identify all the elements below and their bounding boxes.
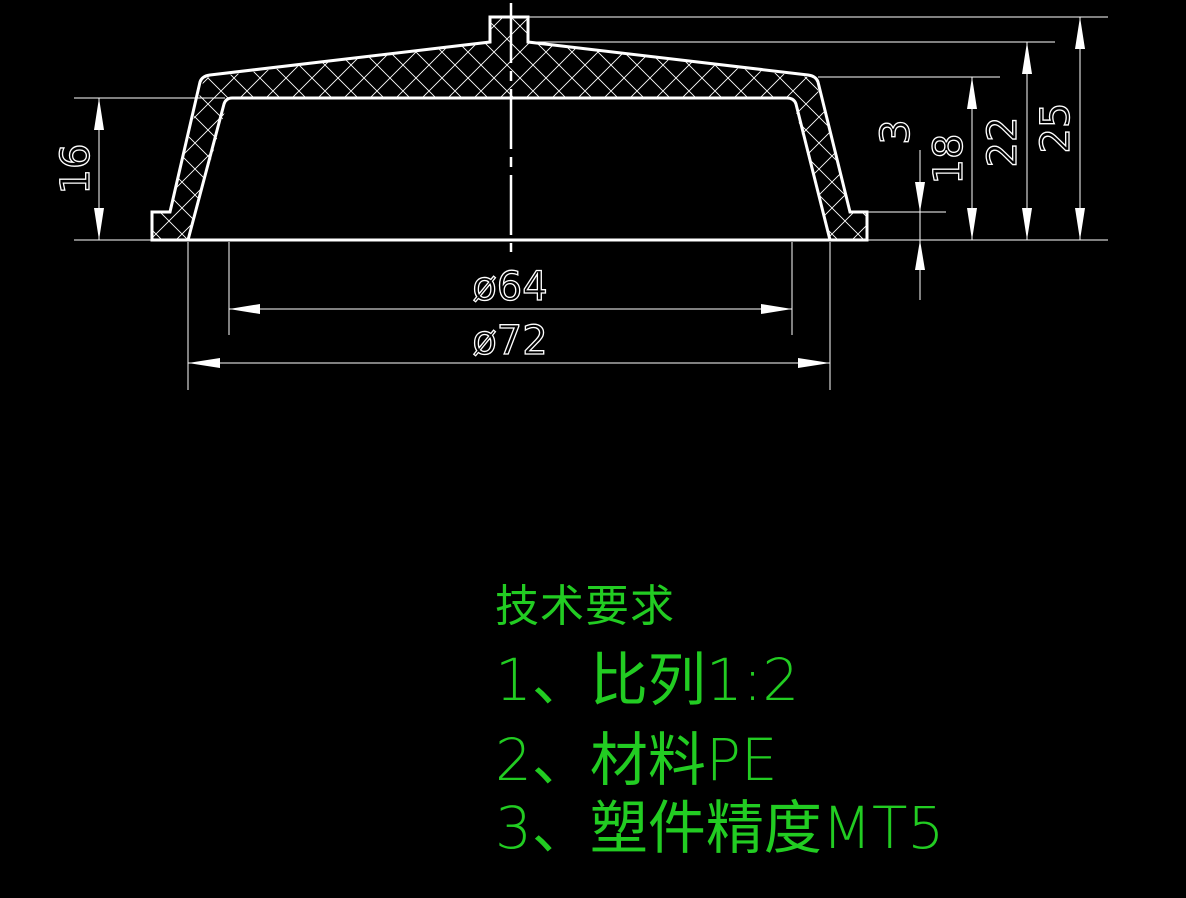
dimension-22: 22 <box>979 42 1032 240</box>
dimension-dia-72: ø72 <box>188 317 830 368</box>
dimension-dia-64-label: ø64 <box>472 264 547 310</box>
dimension-16: 16 <box>52 98 104 240</box>
cap-inner-profile <box>186 96 832 241</box>
dimension-18: 18 <box>925 77 977 240</box>
dimension-22-label: 22 <box>980 117 1026 168</box>
dimension-25-label: 25 <box>1033 103 1079 154</box>
note-precision: 3、塑件精度MT5 <box>495 794 945 862</box>
dimension-3: 3 <box>872 119 925 300</box>
dimension-3-label: 3 <box>873 119 919 144</box>
note-scale: 1、比列1:2 <box>495 646 800 714</box>
dimension-16-label: 16 <box>53 144 99 195</box>
dimension-18-label: 18 <box>926 134 972 185</box>
dimension-25: 25 <box>1032 17 1085 240</box>
note-material: 2、材料PE <box>495 726 778 794</box>
dimension-dia-64: ø64 <box>229 263 792 314</box>
technical-requirements: 技术要求 1、比列1:2 2、材料PE 3、塑件精度MT5 <box>495 581 945 862</box>
cap-section-hatch <box>152 17 867 240</box>
notes-title: 技术要求 <box>495 581 675 632</box>
dimension-dia-72-label: ø72 <box>472 318 547 364</box>
